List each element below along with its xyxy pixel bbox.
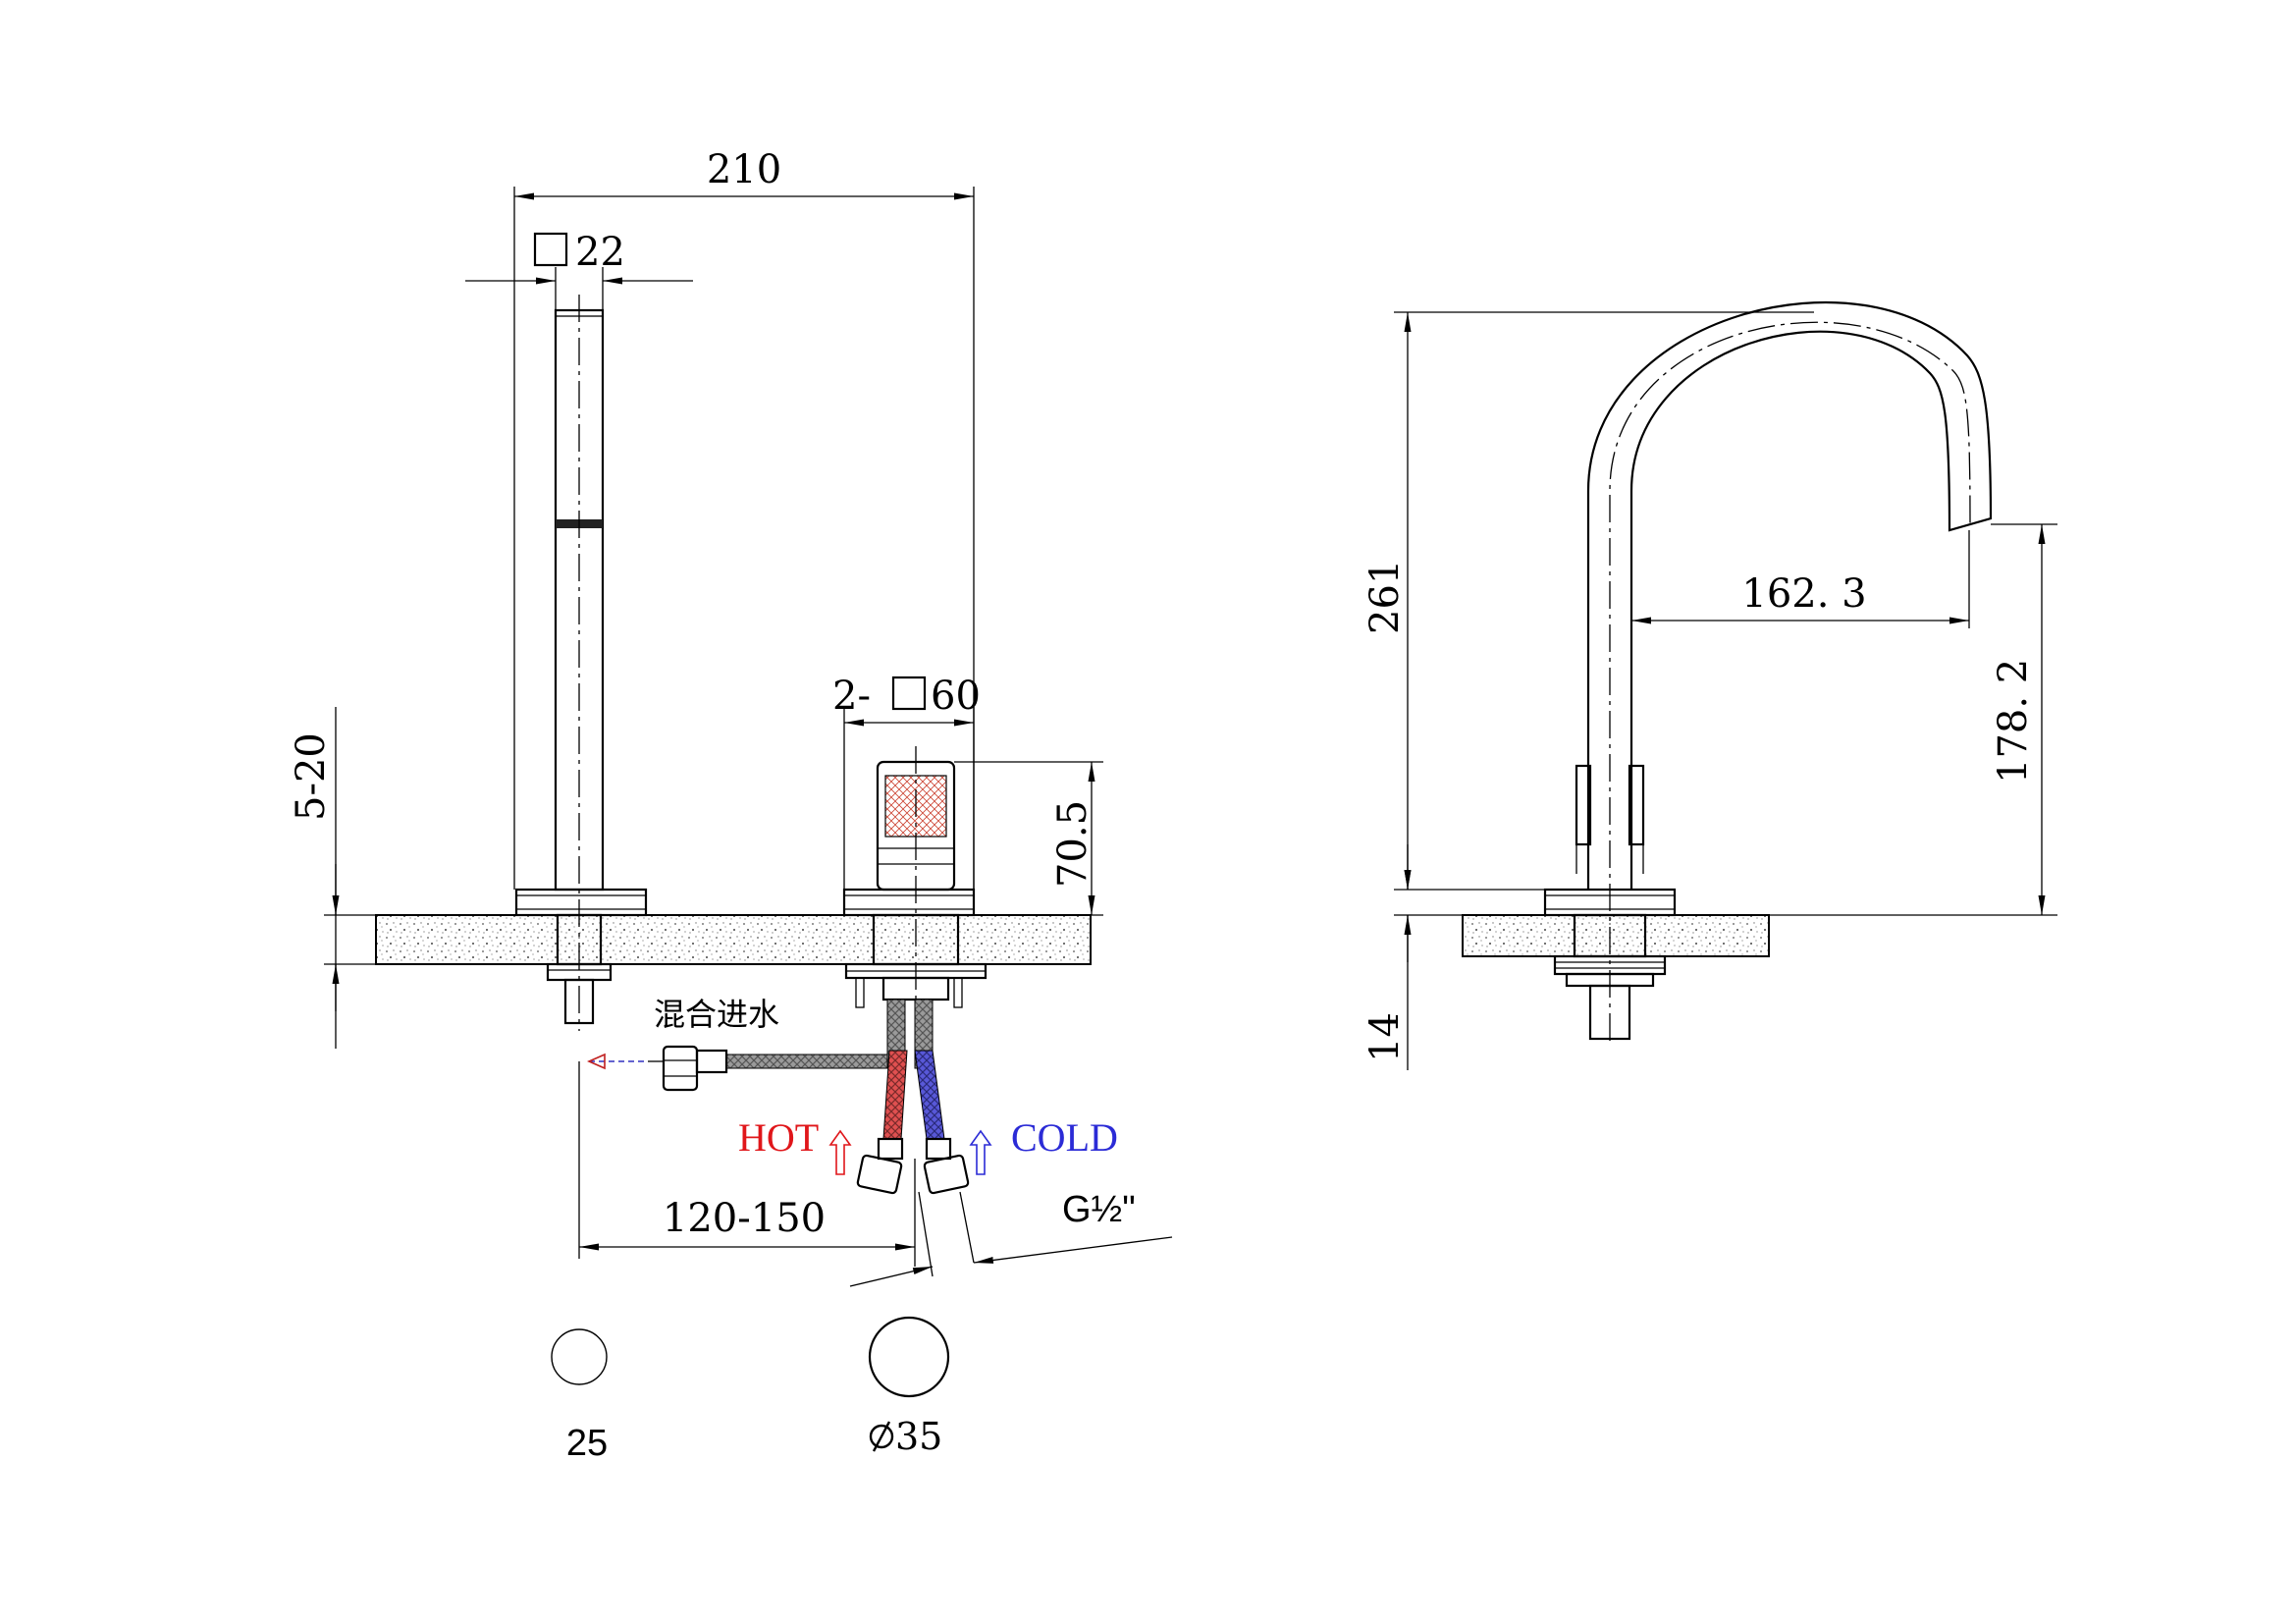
cold-fitting — [923, 1154, 970, 1195]
side-view: 261 14 162. 3 178. 2 — [1362, 300, 2057, 1070]
label-cold: COLD — [1011, 1115, 1118, 1160]
dim-handle-height: 70.5 — [1050, 800, 1095, 888]
dim-thread: G½" — [1062, 1189, 1136, 1230]
dim-centers: 120-150 — [663, 1196, 826, 1241]
dim-spout-section: 22 — [575, 230, 625, 275]
hot-arrow-icon — [828, 1129, 852, 1175]
diameter-symbol-icon — [869, 1421, 894, 1452]
spout-shank — [563, 978, 595, 1025]
hole-large — [868, 1316, 950, 1398]
hot-fitting — [856, 1154, 903, 1195]
dim-base: 14 — [1362, 1012, 1408, 1062]
cold-hose — [914, 1050, 945, 1140]
hole-small-label: 25 — [566, 1423, 608, 1464]
dim-handles-prefix: 2- — [832, 674, 871, 719]
mounting-holes: 25 35 — [551, 1316, 950, 1464]
cold-arrow-icon — [969, 1129, 992, 1175]
mixed-hose-fitting — [662, 1045, 699, 1092]
side-shank — [1588, 984, 1631, 1041]
hole-small — [551, 1328, 608, 1385]
dim-reach: 162. 3 — [1741, 571, 1866, 617]
countertop-front — [375, 914, 1092, 965]
square-symbol-icon — [891, 676, 927, 711]
gooseneck-spout — [1586, 300, 1993, 890]
dim-deck-thickness: 5-20 — [289, 732, 334, 821]
dim-height: 261 — [1362, 560, 1408, 634]
label-mixed-outlet: 混合进水 — [654, 996, 779, 1033]
handle-base — [842, 888, 976, 917]
dim-handle-size: 60 — [931, 674, 981, 719]
square-symbol-icon — [533, 232, 568, 267]
front-view: 210 22 2- 60 70.5 5-20 120-150 — [289, 147, 1173, 1287]
hole-large-label: 35 — [895, 1415, 942, 1458]
spout-base — [514, 888, 648, 917]
label-hot: HOT — [738, 1115, 819, 1160]
dim-spout-height: 178. 2 — [1991, 659, 2036, 784]
mixed-hose — [725, 1054, 894, 1069]
dim-width: 210 — [707, 147, 781, 192]
countertop-side — [1462, 914, 1770, 957]
